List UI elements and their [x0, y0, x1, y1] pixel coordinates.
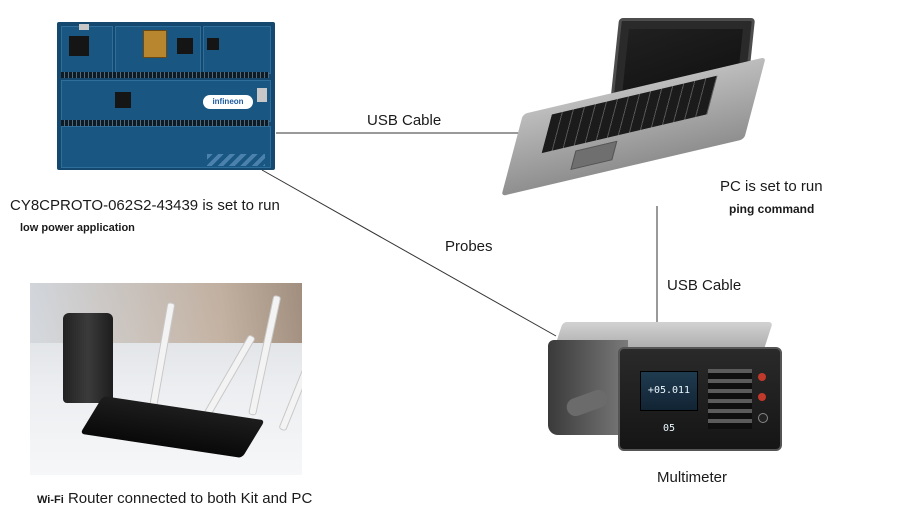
pc-label-line2: ping command	[729, 202, 815, 216]
multimeter-image: +05.011 05	[548, 322, 782, 451]
infineon-logo: infineon	[203, 95, 253, 109]
router-label-prefix: Wi-Fi	[37, 494, 64, 506]
usb-cable-label-right: USB Cable	[667, 277, 742, 294]
router-body	[80, 396, 265, 458]
router-label: Wi-Fi Router connected to both Kit and P…	[37, 490, 312, 508]
probes-label: Probes	[445, 238, 493, 255]
usb-cable-label-top: USB Cable	[367, 112, 442, 129]
kit-label-line2: low power application	[20, 222, 135, 234]
kit-label-line1: CY8CPROTO-062S2-43439 is set to run	[10, 197, 280, 214]
multimeter-display: +05.011 05	[640, 371, 698, 434]
smart-speaker	[63, 313, 113, 403]
pc-label-line1: PC is set to run	[720, 178, 823, 195]
probe-line-kit-meter	[261, 169, 557, 337]
laptop-image	[501, 14, 766, 214]
router-label-rest: Router connected to both Kit and PC	[63, 490, 313, 507]
dev-kit-board-image: infineon	[57, 22, 275, 170]
wifi-router-image	[30, 283, 302, 475]
multimeter-label: Multimeter	[657, 469, 728, 486]
